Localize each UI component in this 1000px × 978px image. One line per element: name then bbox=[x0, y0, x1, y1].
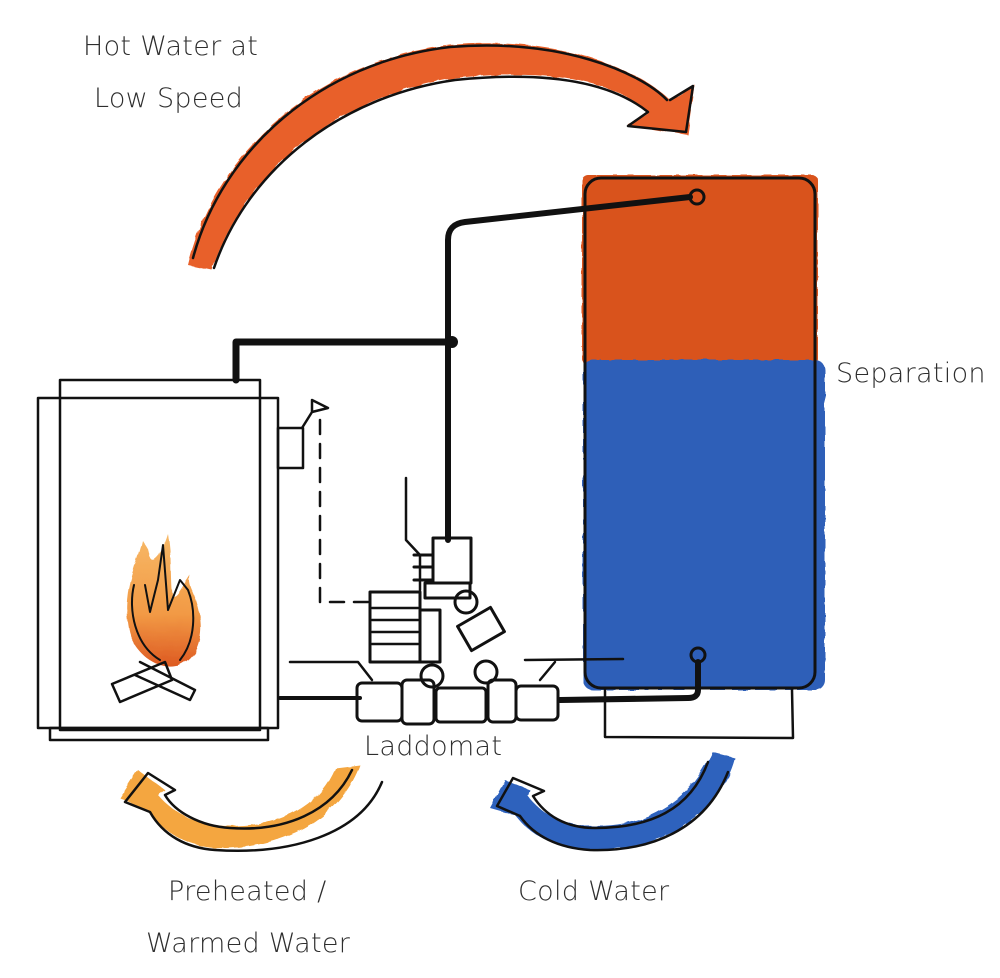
warm-arrow-outline bbox=[123, 768, 384, 852]
pipe-junction bbox=[446, 336, 458, 348]
preheated-label-line1: Preheated / bbox=[168, 876, 327, 907]
laddomat-unit bbox=[288, 476, 560, 726]
boiler bbox=[36, 378, 372, 742]
pump-motor bbox=[368, 590, 422, 664]
hot-water-label-line2: Low Speed bbox=[94, 83, 244, 114]
gauge-top bbox=[453, 589, 479, 615]
hot-water-label-line1: Hot Water at bbox=[83, 31, 259, 62]
gauge-right bbox=[473, 659, 499, 685]
boiler-top-casing bbox=[58, 378, 262, 732]
flame bbox=[126, 534, 201, 667]
laddomat-probe bbox=[404, 476, 422, 592]
cold-water-label: Cold Water bbox=[518, 876, 670, 907]
separation-label: Separation bbox=[836, 358, 986, 389]
cold-arrow-outline bbox=[495, 760, 730, 852]
gauge-left bbox=[419, 663, 445, 689]
thermostat-valve bbox=[300, 398, 330, 430]
boiler-flue-stub bbox=[276, 426, 305, 470]
hot-riser-pipe bbox=[445, 194, 693, 543]
hot-arrow-outline bbox=[191, 44, 695, 270]
accumulator-tank bbox=[523, 175, 825, 740]
flame-lines bbox=[131, 544, 195, 661]
log-2 bbox=[133, 660, 197, 702]
laddomat-label: Laddomat bbox=[364, 731, 503, 762]
fire-icon bbox=[110, 534, 201, 704]
cold-water-arrow bbox=[490, 752, 735, 852]
warm-water-arrow bbox=[120, 765, 384, 852]
cold-return-pipe bbox=[557, 659, 701, 703]
laddomat-head bbox=[431, 536, 473, 585]
union-center-left bbox=[400, 678, 436, 726]
union-far-right bbox=[514, 684, 560, 722]
hot-arrow-body bbox=[188, 43, 695, 270]
tank-cold-layer bbox=[583, 360, 825, 690]
hot-supply-pipe bbox=[232, 338, 454, 384]
preheated-label-line2: Warmed Water bbox=[146, 928, 351, 959]
union-right bbox=[486, 678, 518, 724]
union-left bbox=[355, 681, 404, 723]
laddomat-sensor-right bbox=[538, 660, 557, 682]
laddomat-valve-flap bbox=[456, 605, 506, 653]
warm-arrow-body bbox=[120, 765, 360, 849]
tank-sensor-line bbox=[523, 657, 625, 662]
pump-housing bbox=[418, 608, 442, 664]
laddomat-clamp bbox=[412, 553, 434, 582]
tank-stand bbox=[603, 688, 795, 740]
union-center bbox=[434, 686, 488, 724]
hot-water-arrow bbox=[188, 43, 695, 270]
tank-hot-layer bbox=[582, 175, 818, 365]
capillary-line bbox=[318, 418, 372, 604]
boiler-base bbox=[48, 726, 270, 742]
cold-arrow-body bbox=[490, 752, 735, 851]
pipe-network bbox=[232, 194, 701, 703]
log-1 bbox=[110, 660, 174, 704]
laddomat-sensor-left bbox=[288, 660, 374, 682]
pump-fins bbox=[370, 606, 420, 646]
